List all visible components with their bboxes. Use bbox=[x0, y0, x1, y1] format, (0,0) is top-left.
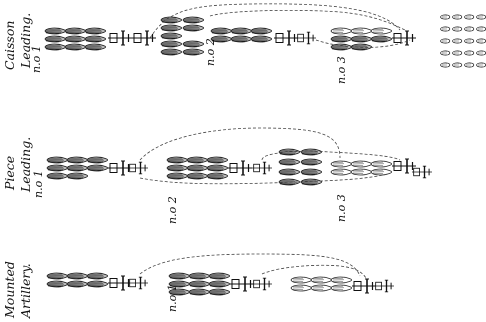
movement-path-3a bbox=[139, 253, 361, 277]
panel-label-leading: Leading. bbox=[18, 13, 33, 69]
horse-team-6 bbox=[278, 148, 393, 186]
panel-label-caisson: Caisson bbox=[2, 21, 17, 70]
carriage-2 bbox=[273, 30, 299, 46]
panel-caisson-leading: Caisson Leading. n.o 1 bbox=[2, 3, 486, 84]
mounted-column bbox=[440, 14, 486, 68]
carriage-8 bbox=[229, 276, 255, 292]
carriage-1 bbox=[107, 30, 133, 46]
carriage-5 bbox=[227, 160, 253, 176]
movement-path-3b bbox=[261, 264, 367, 279]
panel-mounted-artillery: Mounted Artillery. n.o 1 bbox=[2, 253, 395, 319]
carriage-7b bbox=[127, 276, 149, 290]
movement-path-1a bbox=[149, 3, 401, 39]
panel-piece-leading: Piece Leading. n.o 1 n.o 2 bbox=[2, 127, 433, 224]
carriage-6b bbox=[411, 165, 433, 179]
number-label-5: n.o 2 bbox=[166, 196, 179, 224]
number-label-1: n.o 1 bbox=[30, 45, 43, 73]
carriage-5b bbox=[251, 161, 273, 175]
carriage-2b bbox=[295, 31, 317, 45]
number-label-4: n.o 1 bbox=[32, 170, 45, 198]
horse-team-9 bbox=[290, 276, 353, 292]
carriage-3 bbox=[391, 30, 417, 46]
panel-label-piece: Piece bbox=[2, 156, 17, 191]
movement-path-1b bbox=[209, 9, 406, 31]
number-label-2: n.o 2 bbox=[204, 38, 217, 66]
panel-label-mounted: Mounted bbox=[2, 261, 17, 319]
number-label-3: n.o 3 bbox=[335, 56, 348, 84]
carriage-8b bbox=[251, 277, 273, 291]
panel-label-artillery: Artillery. bbox=[18, 263, 33, 319]
carriage-9 bbox=[351, 278, 377, 294]
carriage-9b bbox=[373, 279, 395, 293]
number-label-6: n.o 3 bbox=[335, 194, 348, 222]
panel-label-leading-2: Leading. bbox=[18, 137, 33, 193]
horse-team-4 bbox=[46, 156, 108, 180]
movement-path-1c bbox=[315, 39, 411, 48]
horse-team-7 bbox=[46, 272, 108, 288]
horse-team-1 bbox=[44, 27, 106, 51]
movement-path-2b bbox=[261, 150, 401, 161]
movement-path-2a bbox=[139, 127, 341, 161]
carriage-1b bbox=[131, 30, 157, 46]
number-label-7: n.o 1 bbox=[166, 284, 179, 312]
carriage-6 bbox=[391, 158, 417, 174]
carriage-4b bbox=[127, 161, 149, 175]
horse-team-5 bbox=[166, 156, 229, 180]
movement-path-2c bbox=[139, 173, 389, 185]
